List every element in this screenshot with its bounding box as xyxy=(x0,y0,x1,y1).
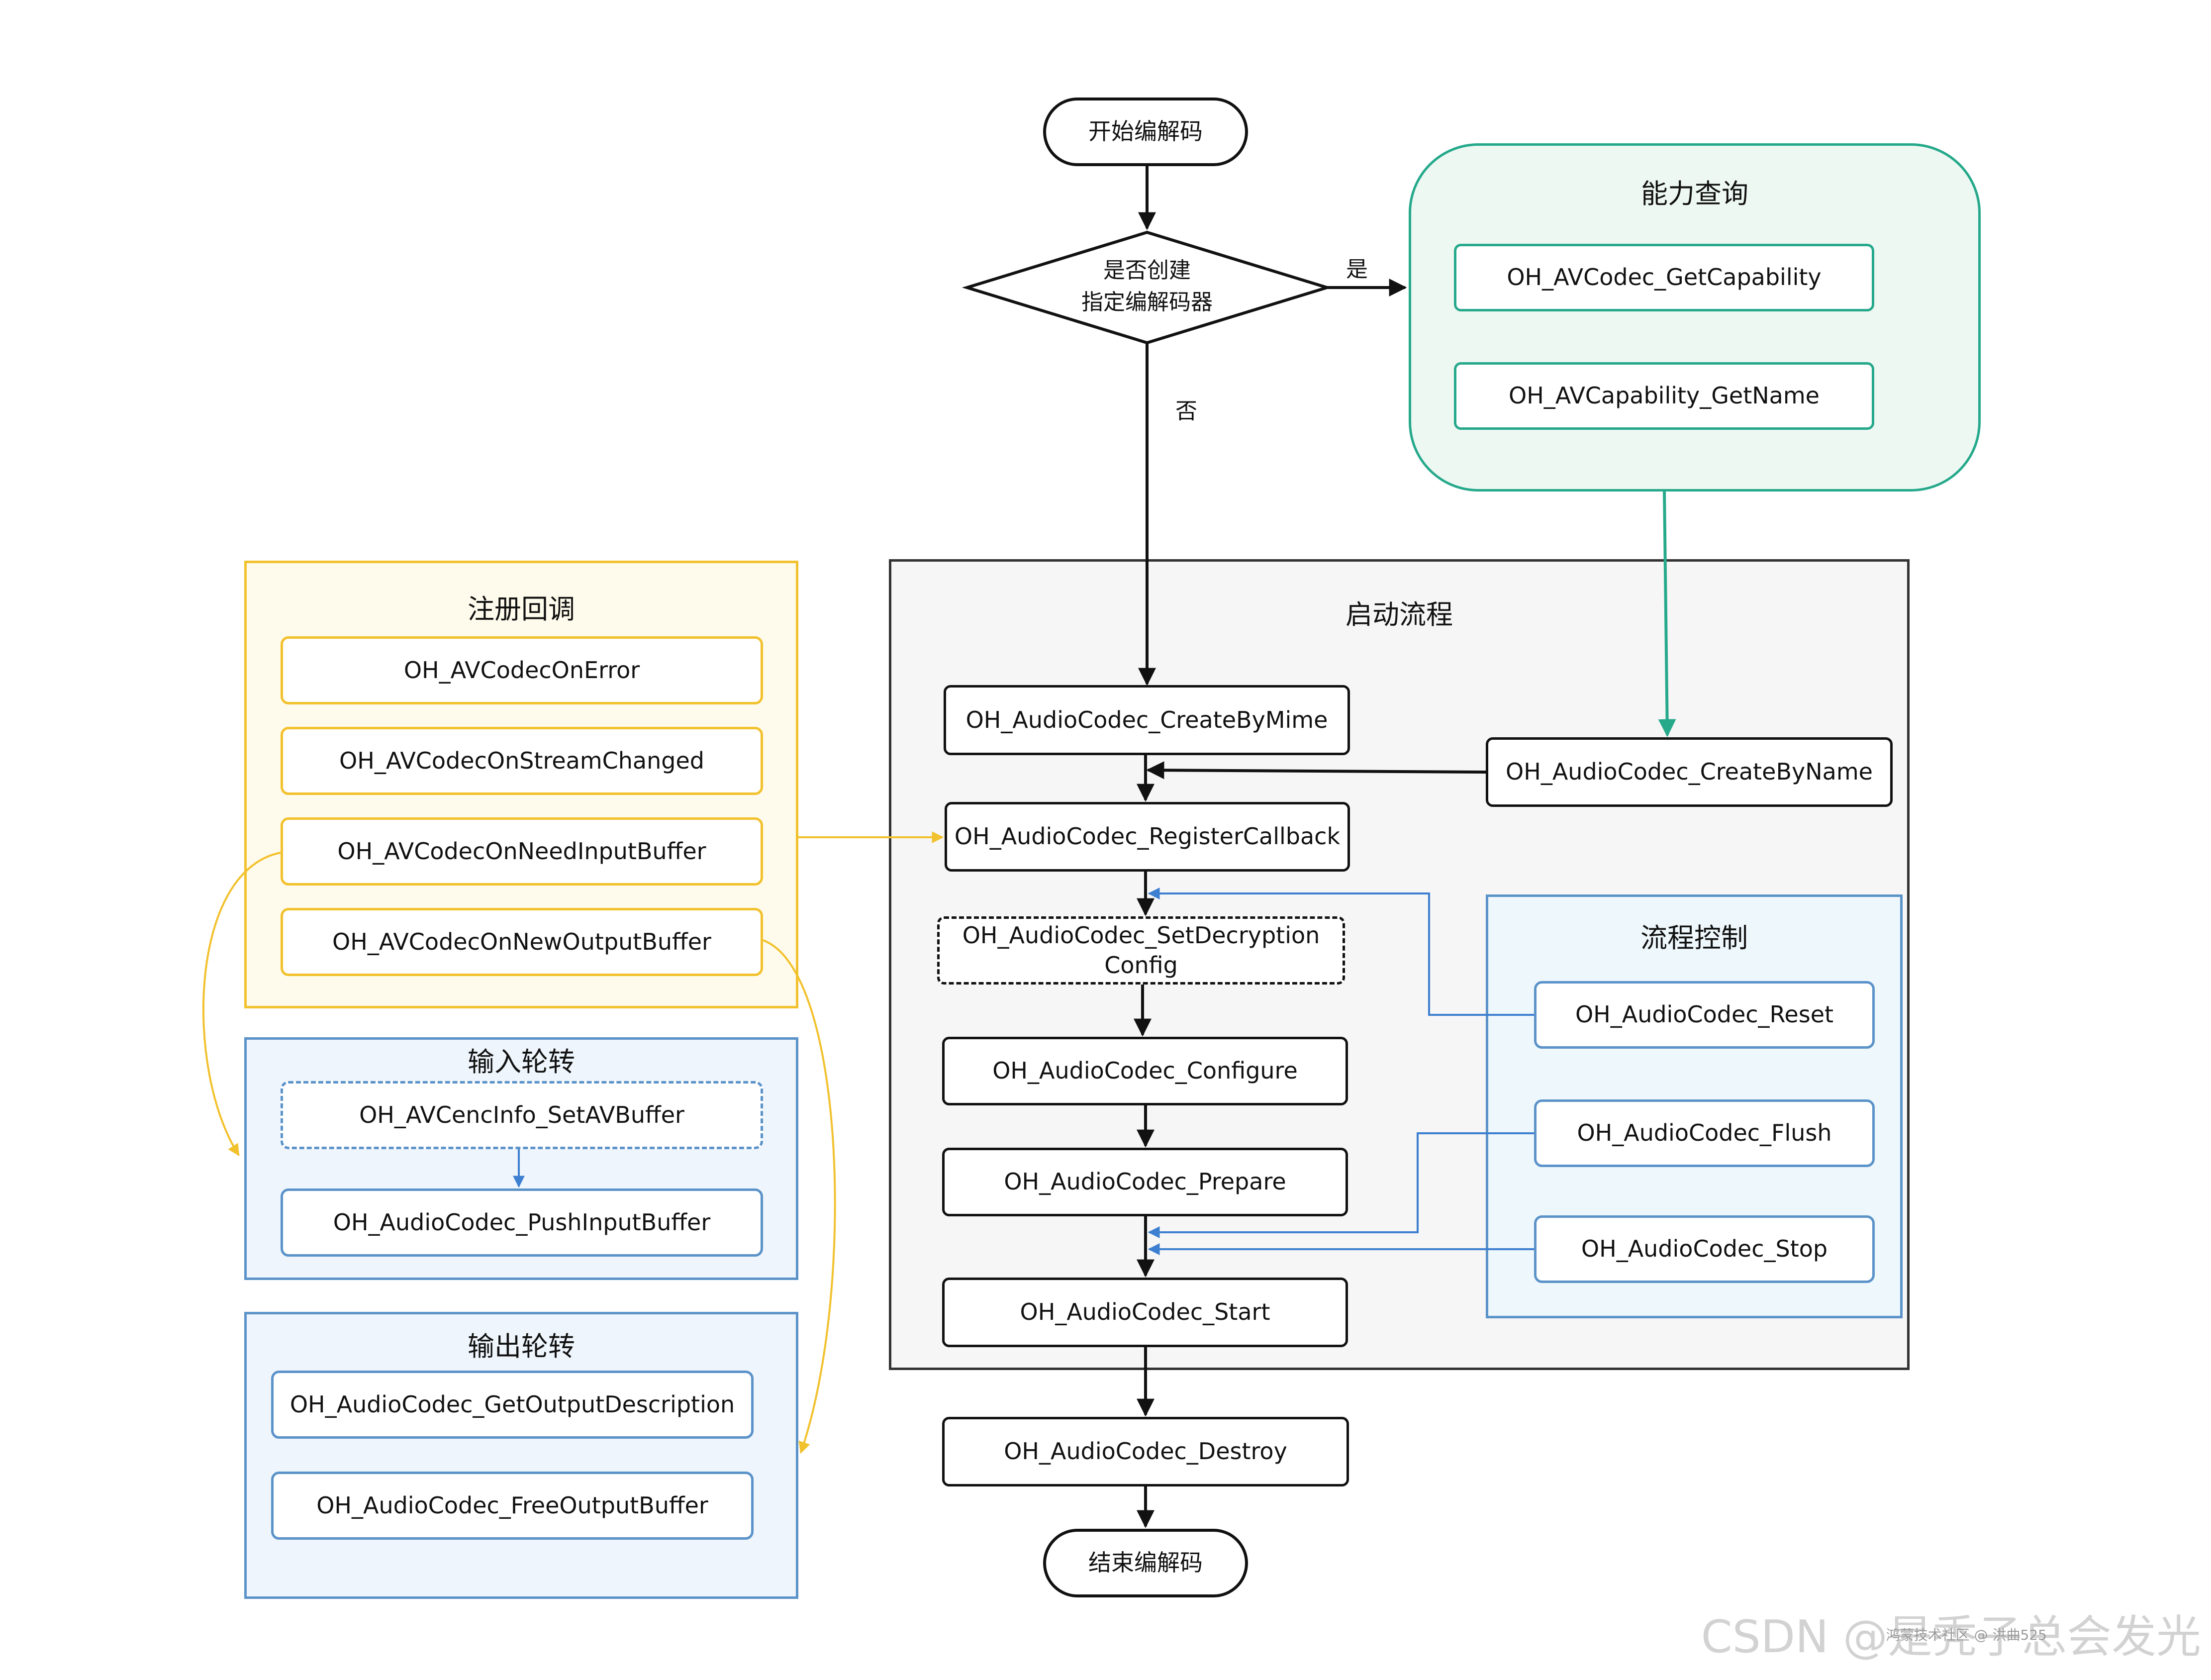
reset-box[interactable]: OH_AudioCodec_Reset xyxy=(1534,981,1875,1049)
configure-box[interactable]: OH_AudioCodec_Configure xyxy=(942,1037,1348,1105)
startup-title: 启动流程 xyxy=(1346,599,1453,630)
create-by-name-box[interactable]: OH_AudioCodec_CreateByName xyxy=(1486,737,1893,807)
decision-label: 是否创建 指定编解码器 xyxy=(1048,255,1247,318)
control-title: 流程控制 xyxy=(1640,922,1748,954)
capability-panel: 能力查询 xyxy=(1409,143,1981,492)
create-by-mime-box[interactable]: OH_AudioCodec_CreateByMime xyxy=(944,685,1350,755)
destroy-box[interactable]: OH_AudioCodec_Destroy xyxy=(942,1417,1349,1486)
arrow-needinput-to-input xyxy=(202,852,281,1157)
decision-no-label: 否 xyxy=(1175,398,1197,424)
start-box[interactable]: OH_AudioCodec_Start xyxy=(942,1278,1348,1347)
push-input-buffer-box[interactable]: OH_AudioCodec_PushInputBuffer xyxy=(281,1188,763,1257)
free-output-buffer-box[interactable]: OH_AudioCodec_FreeOutputBuffer xyxy=(271,1472,754,1540)
get-capability-box[interactable]: OH_AVCodec_GetCapability xyxy=(1454,244,1874,311)
prepare-box[interactable]: OH_AudioCodec_Prepare xyxy=(942,1148,1348,1216)
arrow-flush-to-flow xyxy=(1148,1132,1534,1238)
flush-box[interactable]: OH_AudioCodec_Flush xyxy=(1534,1099,1875,1167)
decision-label-line2: 指定编解码器 xyxy=(1081,290,1213,315)
on-new-output-buffer-box[interactable]: OH_AVCodecOnNewOutputBuffer xyxy=(281,908,763,976)
get-output-description-box[interactable]: OH_AudioCodec_GetOutputDescription xyxy=(271,1371,754,1439)
stop-box[interactable]: OH_AudioCodec_Stop xyxy=(1534,1215,1875,1283)
get-name-box[interactable]: OH_AVCapability_GetName xyxy=(1454,362,1874,430)
on-stream-changed-box[interactable]: OH_AVCodecOnStreamChanged xyxy=(281,727,763,795)
output-panel: 输出轮转 xyxy=(244,1312,798,1599)
on-need-input-buffer-box[interactable]: OH_AVCodecOnNeedInputBuffer xyxy=(281,817,763,886)
arrow-reset-to-flow xyxy=(1148,888,1534,1016)
arrow-newoutput-to-output xyxy=(763,939,836,1454)
watermark-sub: 鸿蒙技术社区 @ 洪曲525 xyxy=(1886,1627,2047,1643)
arrow-name-to-register xyxy=(1146,761,1486,780)
output-title: 输出轮转 xyxy=(468,1331,575,1362)
set-av-buffer-box[interactable]: OH_AVCencInfo_SetAVBuffer xyxy=(281,1081,763,1149)
decision-yes-label: 是 xyxy=(1346,257,1368,282)
arrow-capability-to-name xyxy=(1658,491,1676,737)
watermark-main: CSDN @是秃子总会发光 xyxy=(1701,1611,2201,1663)
set-decryption-config-box[interactable]: OH_AudioCodec_SetDecryptionConfig xyxy=(937,916,1345,985)
start-terminal[interactable]: 开始编解码 xyxy=(1043,98,1248,166)
capability-title: 能力查询 xyxy=(1641,178,1748,209)
on-error-box[interactable]: OH_AVCodecOnError xyxy=(281,636,763,704)
decision-label-line1: 是否创建 xyxy=(1103,258,1191,283)
register-callback-box[interactable]: OH_AudioCodec_RegisterCallback xyxy=(945,802,1350,872)
input-title: 输入轮转 xyxy=(468,1046,575,1078)
callbacks-title: 注册回调 xyxy=(468,593,575,625)
end-terminal[interactable]: 结束编解码 xyxy=(1043,1529,1248,1597)
